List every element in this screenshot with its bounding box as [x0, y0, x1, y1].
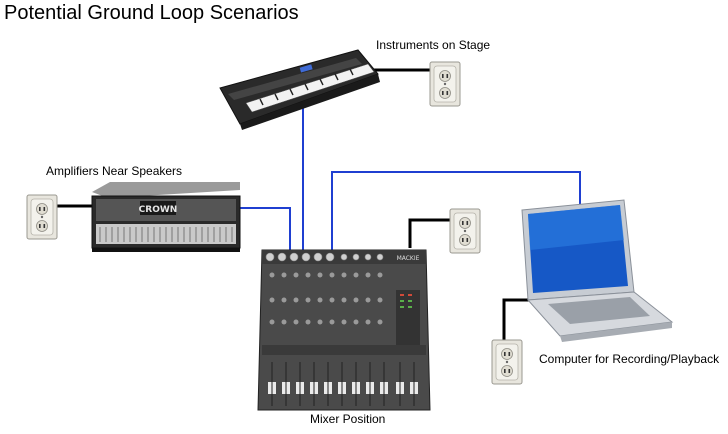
power-mixer: [408, 218, 458, 248]
cable-amp-to-mixer: [240, 207, 291, 250]
wall-outlet-icon: [491, 339, 523, 385]
label-instruments-on-stage: Instruments on Stage: [376, 38, 491, 52]
keyboard-icon: [219, 49, 380, 130]
label-mixer-position: Mixer Position: [310, 412, 386, 426]
cable-laptop-to-mixer: [331, 171, 581, 250]
wall-outlet-icon: [429, 61, 461, 107]
signal-cables: [240, 108, 581, 250]
mixer-icon: MACKIE: [257, 249, 431, 411]
laptop-icon: [521, 199, 674, 342]
diagram-title: Potential Ground Loop Scenarios: [4, 2, 299, 24]
wall-outlet-icon: [26, 194, 58, 240]
power-amplifier-icon: CROWN: [91, 182, 241, 252]
amp-brand: CROWN: [139, 205, 178, 215]
wall-outlet-icon: [449, 208, 481, 254]
power-laptop: [502, 298, 530, 355]
label-computer-recording-playback: Computer for Recording/Playback: [539, 352, 720, 366]
mixer-brand: MACKIE: [397, 255, 420, 262]
label-amplifiers-near-speakers: Amplifiers Near Speakers: [46, 164, 183, 178]
